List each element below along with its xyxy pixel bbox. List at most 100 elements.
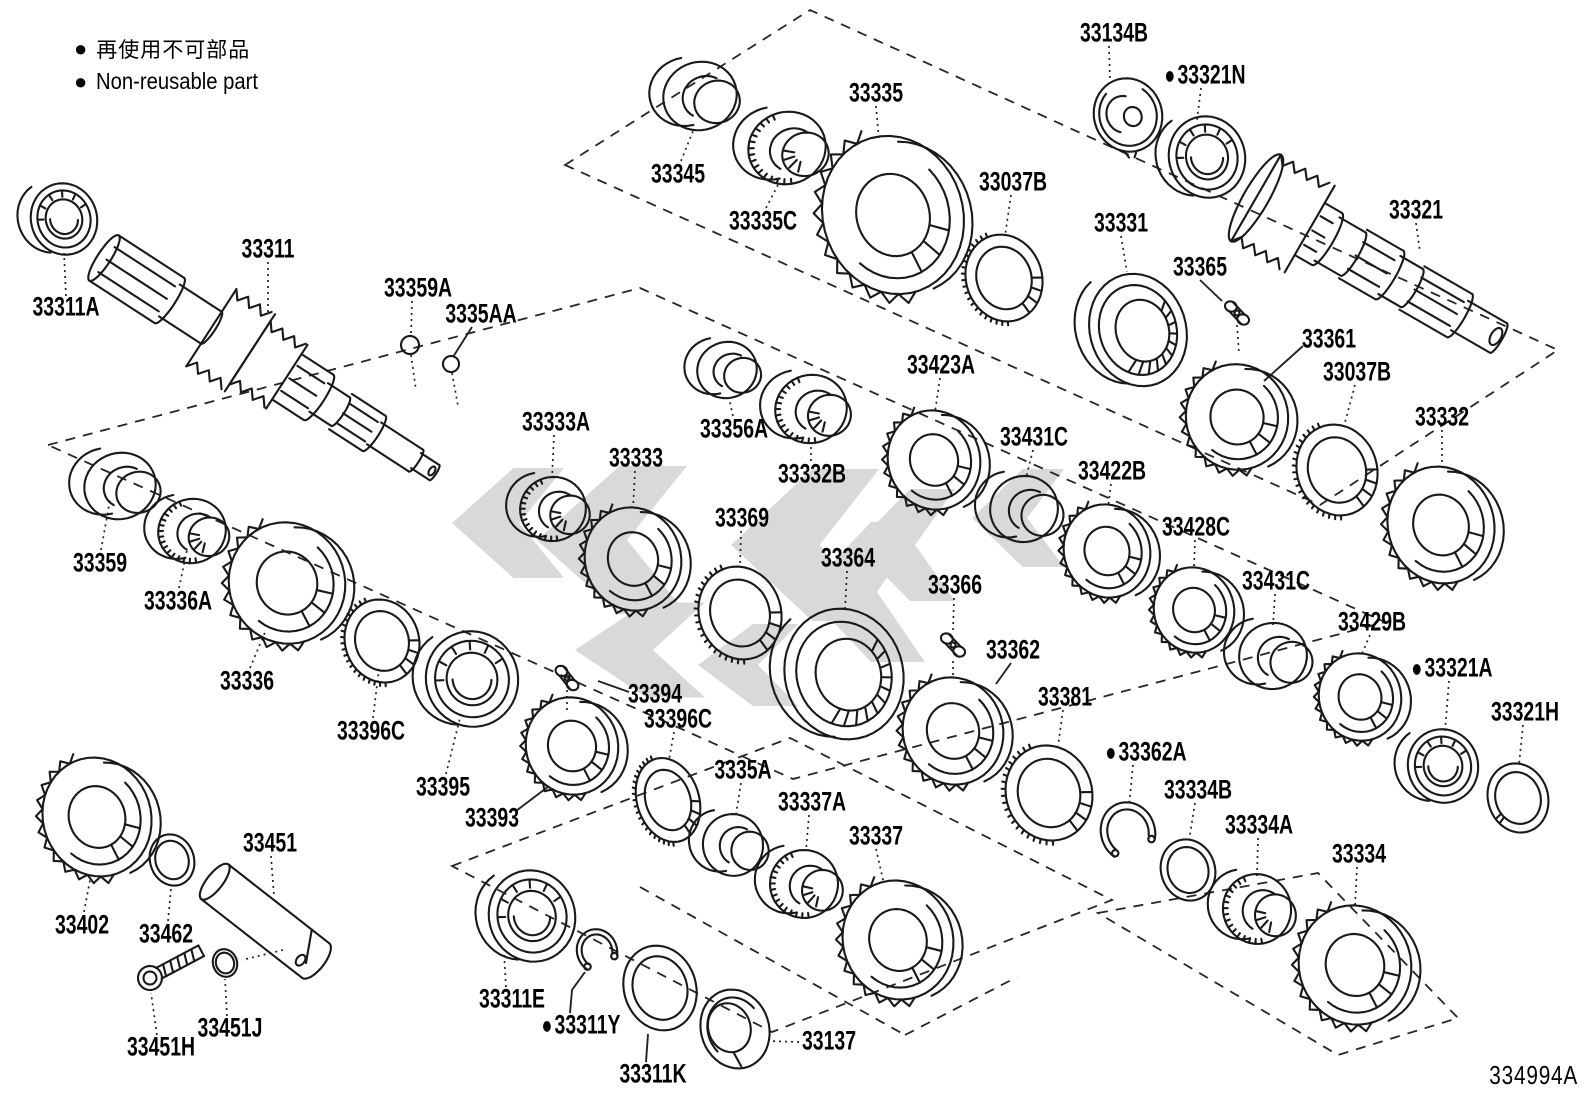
part-label-33037B[interactable]: 33037B	[1323, 358, 1391, 386]
leader-line	[1360, 634, 1371, 657]
part-label-33361[interactable]: 33361	[1302, 325, 1356, 353]
part-number-text: 33451	[242, 827, 298, 858]
part-label-33321A[interactable]: ●33321A	[1411, 652, 1493, 683]
part-label-3335AA[interactable]: 3335AA	[445, 300, 516, 328]
shaft-33321	[1227, 153, 1509, 354]
part-label-33331[interactable]: 33331	[1094, 209, 1148, 237]
part-label-33332B[interactable]: 33332B	[777, 458, 847, 489]
part-label-33134B[interactable]: 33134B	[1080, 19, 1148, 47]
leader-line	[270, 855, 275, 897]
part-label-3335A[interactable]: 3335A	[714, 754, 772, 785]
part-33137	[699, 988, 771, 1070]
part-label-33137[interactable]: 33137	[802, 1027, 856, 1055]
part-label-33362[interactable]: 33362	[986, 636, 1040, 664]
part-label-33451[interactable]: 33451	[242, 827, 298, 858]
part-label-33364[interactable]: 33364	[821, 544, 875, 572]
part-label-33332[interactable]: 33332	[1415, 403, 1469, 431]
part-label-33334[interactable]: 33334	[1332, 840, 1386, 868]
part-number-text: 33334B	[1163, 774, 1233, 805]
part-label-33428C[interactable]: 33428C	[1162, 513, 1230, 541]
part-number-text: 3335A	[714, 754, 772, 785]
part-label-33333A[interactable]: 33333A	[522, 408, 590, 436]
leader-line	[1004, 194, 1012, 237]
part-label-33462[interactable]: 33462	[139, 920, 193, 948]
part-label-33321N[interactable]: ●33321N	[1164, 61, 1245, 89]
part-label-33422B[interactable]: 33422B	[1078, 457, 1146, 485]
part-number-text: 33345	[650, 158, 706, 189]
part-label-33429B[interactable]: 33429B	[1338, 608, 1406, 636]
part-label-33321[interactable]: 33321	[1389, 196, 1443, 224]
part-number-text: 33333	[608, 442, 664, 473]
non-reusable-bullet-icon: ●	[1411, 654, 1423, 683]
part-label-33402[interactable]: 33402	[54, 909, 110, 940]
part-label-33037B[interactable]: 33037B	[979, 168, 1047, 196]
shaft-33311	[87, 234, 441, 482]
part-33431C-2	[1222, 617, 1314, 691]
part-label-33336[interactable]: 33336	[220, 667, 274, 695]
part-label-33451J[interactable]: 33451J	[198, 1014, 263, 1042]
part-label-33311Y[interactable]: ●33311Y	[542, 1011, 621, 1039]
part-label-33335C[interactable]: 33335C	[729, 207, 797, 235]
part-label-33369[interactable]: 33369	[715, 504, 769, 532]
part-label-33333[interactable]: 33333	[608, 442, 664, 473]
part-33359A	[399, 334, 421, 356]
legend-text-english: Non-reusable part	[96, 68, 259, 94]
part-label-33362A[interactable]: ●33362A	[1105, 738, 1186, 766]
leader-line	[1193, 539, 1196, 570]
part-label-33365[interactable]: 33365	[1173, 253, 1227, 281]
part-label-33336A[interactable]: 33336A	[144, 587, 212, 615]
non-reusable-bullet-icon: ●	[74, 36, 88, 61]
part-33134B	[1092, 77, 1164, 159]
part-label-33366[interactable]: 33366	[928, 571, 982, 599]
part-label-33356A[interactable]: 33356A	[700, 415, 768, 443]
part-33037B-2	[1291, 422, 1379, 521]
part-label-33335[interactable]: 33335	[848, 77, 904, 108]
part-label-33359A[interactable]: 33359A	[383, 272, 453, 303]
part-label-33334B[interactable]: 33334B	[1163, 774, 1233, 805]
part-label-33395[interactable]: 33395	[416, 773, 470, 801]
part-label-33334A[interactable]: 33334A	[1225, 811, 1293, 839]
part-label-33345[interactable]: 33345	[650, 158, 706, 189]
part-label-33381[interactable]: 33381	[1038, 683, 1092, 711]
part-label-33311[interactable]: 33311	[242, 235, 295, 263]
part-label-33451H[interactable]: 33451H	[127, 1033, 195, 1061]
part-label-33423A[interactable]: 33423A	[907, 351, 975, 379]
group-outline-segment	[639, 886, 906, 1036]
part-label-33393[interactable]: 33393	[465, 804, 519, 832]
part-number-text: 33321A	[1424, 652, 1493, 683]
part-label-33311K[interactable]: 33311K	[619, 1060, 686, 1088]
part-label-33431C[interactable]: 33431C	[1241, 565, 1311, 596]
part-label-33359[interactable]: 33359	[73, 549, 127, 577]
leader-line	[1236, 324, 1240, 355]
part-number-text: 33335	[848, 77, 904, 108]
leader-line	[1343, 384, 1356, 427]
part-label-33396C[interactable]: 33396C	[337, 717, 405, 745]
leader-line	[178, 549, 188, 589]
leader-line	[1256, 837, 1259, 877]
legend-row-jp: ● 再使用不可部品	[74, 34, 280, 64]
leader-line	[1199, 279, 1223, 302]
part-label-33394[interactable]: 33394	[628, 680, 682, 708]
leader-line	[767, 1040, 800, 1043]
part-number-text: 33396C	[643, 703, 713, 734]
part-label-33311E[interactable]: 33311E	[479, 985, 545, 1013]
part-3335A	[687, 809, 770, 877]
part-33345	[648, 56, 741, 132]
part-number-text: 33311A	[32, 291, 100, 322]
part-33423A	[880, 406, 991, 517]
part-label-33431C[interactable]: 33431C	[1000, 423, 1068, 451]
leader-line	[739, 530, 742, 568]
leader-line	[445, 713, 462, 775]
part-label-33337[interactable]: 33337	[849, 822, 903, 850]
part-number-text: 33402	[54, 909, 110, 940]
part-33365	[1223, 300, 1251, 326]
part-label-33396C[interactable]: 33396C	[643, 703, 713, 734]
part-number-text: 33332B	[777, 458, 847, 489]
part-label-33311A[interactable]: 33311A	[32, 291, 100, 322]
part-number-text: 33359A	[383, 272, 453, 303]
part-label-33321H[interactable]: 33321H	[1491, 698, 1559, 726]
leader-line	[551, 434, 555, 479]
part-number-text: 33431C	[1241, 565, 1311, 596]
part-label-33337A[interactable]: 33337A	[778, 788, 846, 816]
